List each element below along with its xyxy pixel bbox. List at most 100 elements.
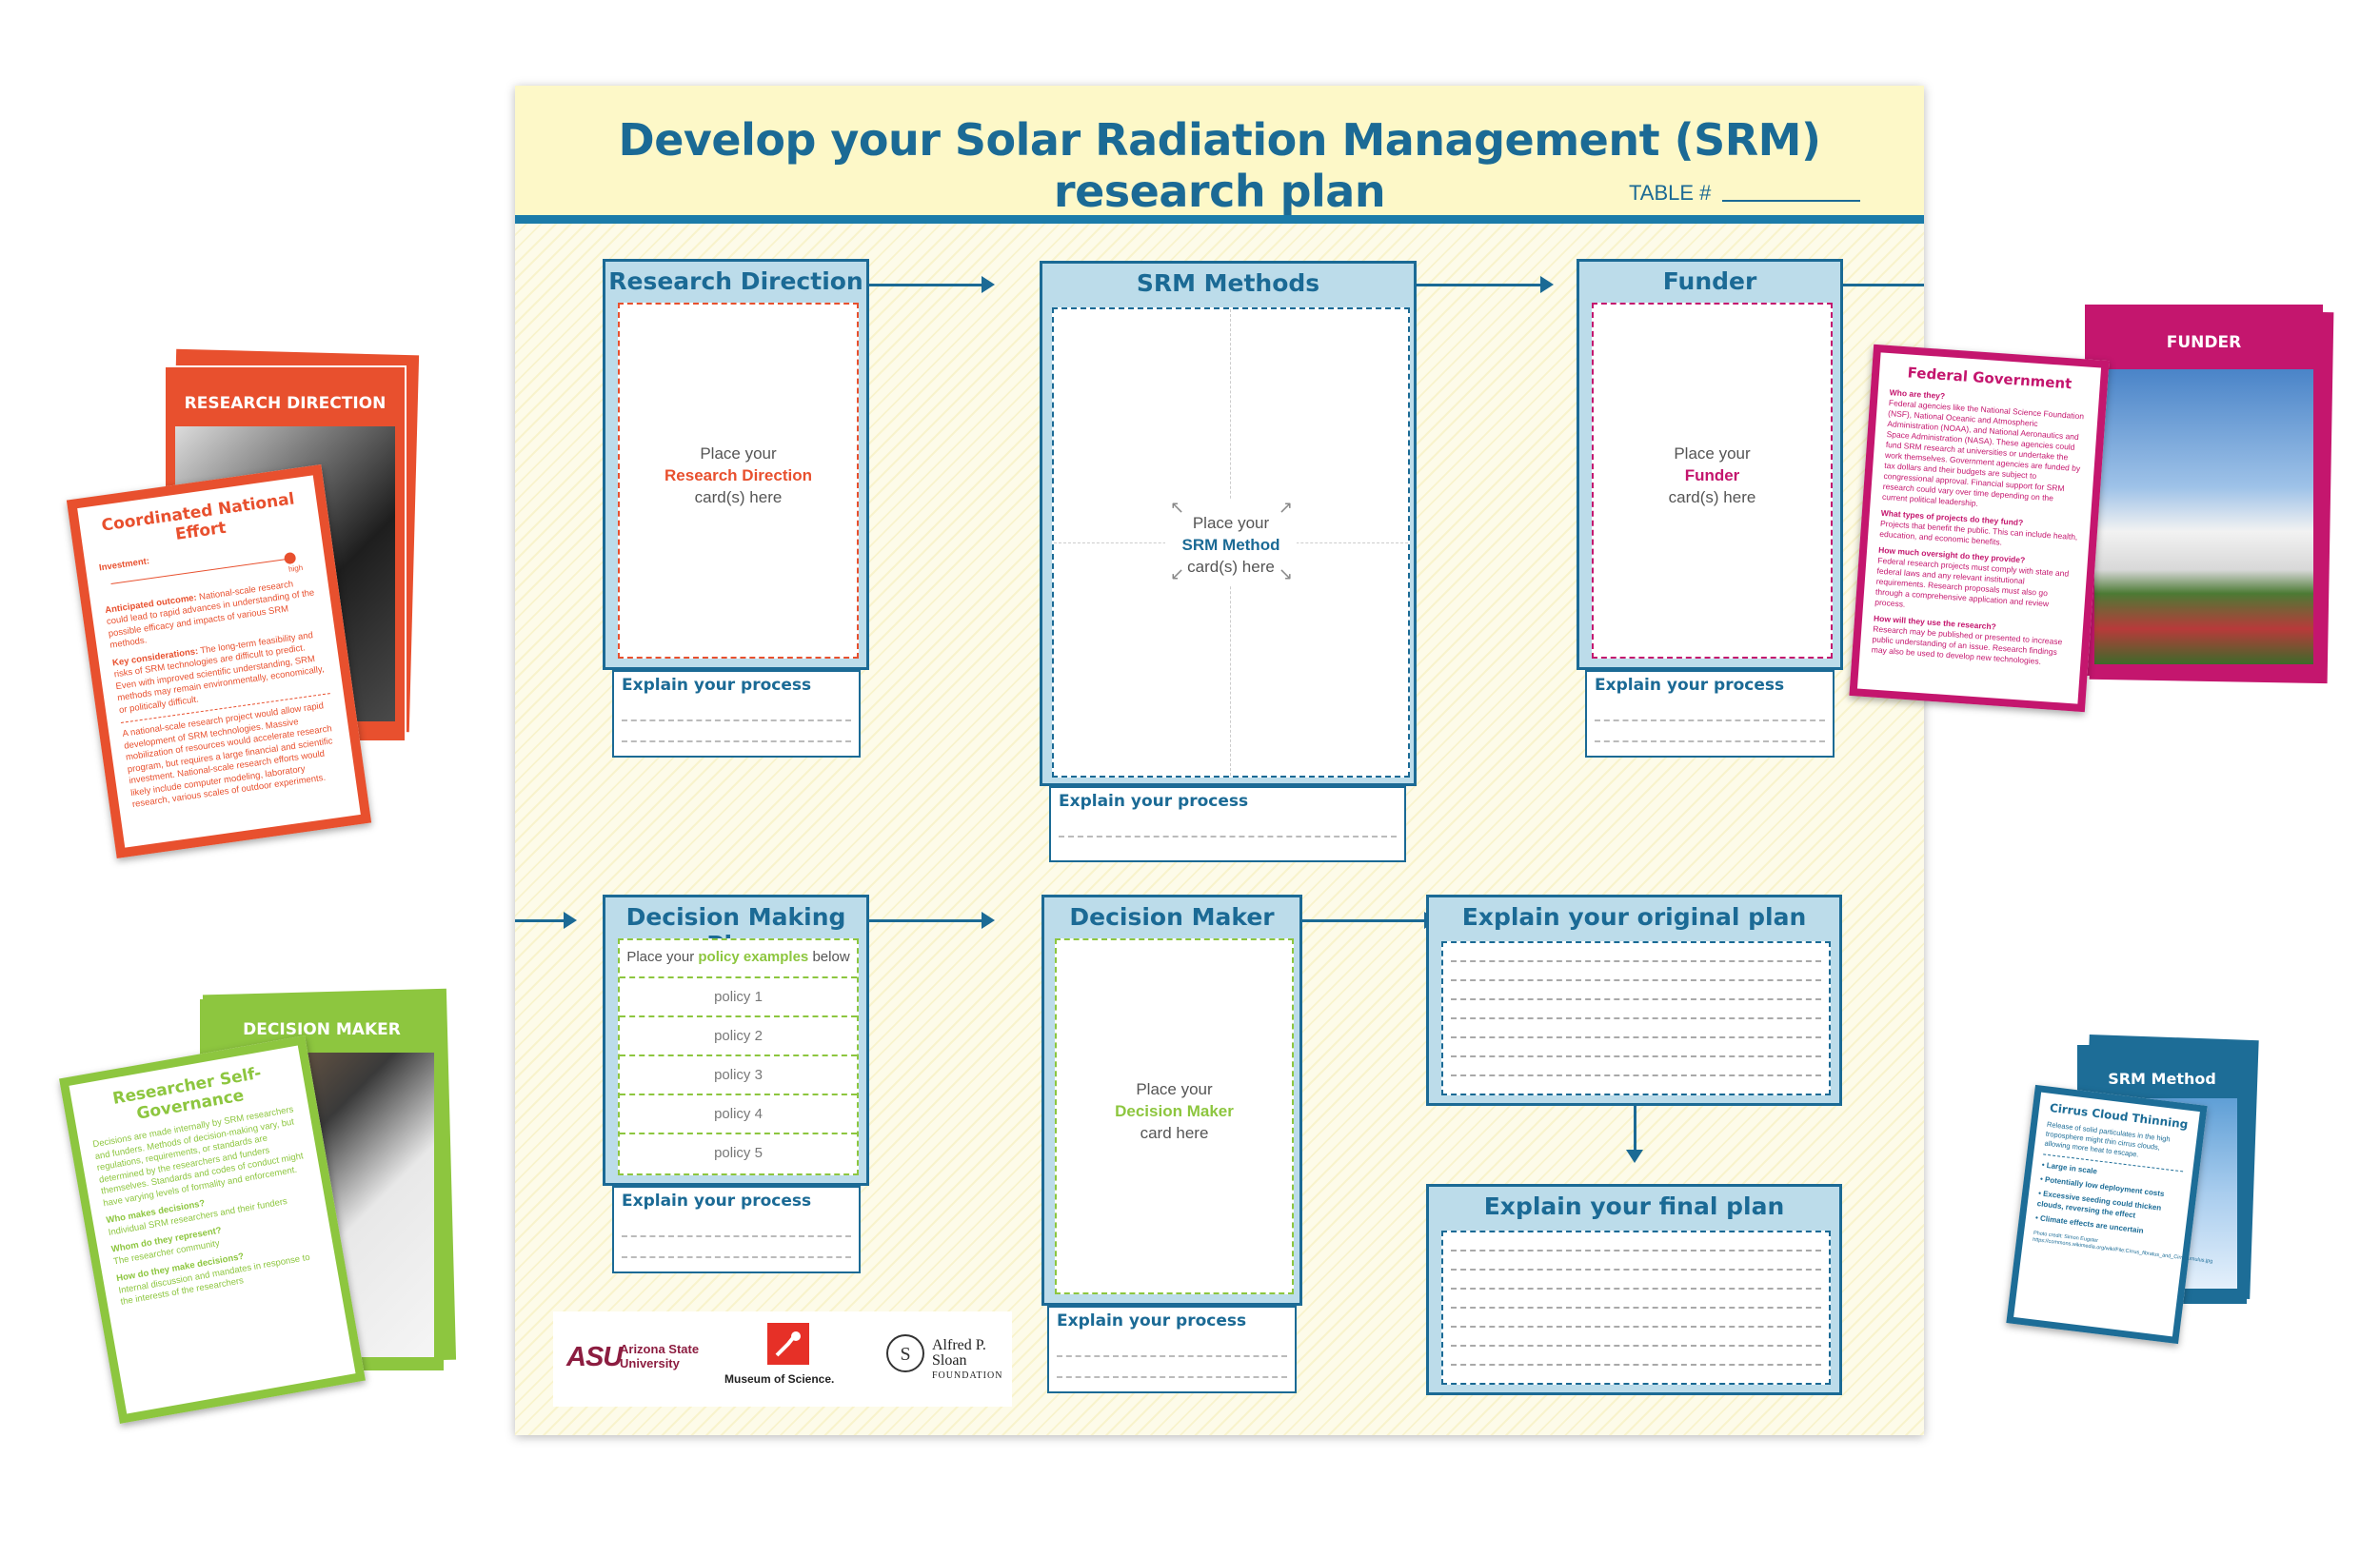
research-direction-card[interactable]: Coordinated National Effort Investment: …	[66, 464, 372, 858]
research-plan-board: Develop your Solar Radiation Management …	[515, 86, 1924, 1435]
slot-instruction: Place your	[1192, 514, 1270, 532]
card-back-title: RESEARCH DIRECTION	[184, 394, 387, 413]
sloan-name-line: Alfred P. Sloan	[932, 1337, 986, 1369]
research-direction-box: Research Direction Place your Research D…	[603, 259, 869, 670]
card-body: Decisions are made internally by SRM res…	[92, 1104, 325, 1309]
explain-label: Explain your process	[622, 1192, 812, 1211]
slot-instruction: card(s) here	[1187, 558, 1275, 576]
original-plan-writing-area[interactable]	[1441, 941, 1831, 1095]
museum-of-science-logo-icon	[767, 1323, 809, 1365]
asu-logo-mark: ASU	[566, 1342, 623, 1372]
slot-instruction: card here	[1140, 1124, 1209, 1142]
policy-prompt-highlight: policy examples	[698, 949, 809, 965]
policy-row[interactable]: policy 2	[620, 1015, 857, 1054]
writing-line	[1451, 1326, 1821, 1328]
writing-line	[1451, 998, 1821, 1000]
card-body: Investment: high Anticipated outcome: Na…	[98, 534, 343, 812]
policy-prompt-text: Place your	[626, 949, 695, 965]
funder-box: Funder Place your Funder card(s) here	[1577, 259, 1843, 670]
decision-making-plan-explain-box[interactable]: Explain your process	[612, 1186, 861, 1273]
expand-arrow-icon: ↙	[1170, 564, 1185, 584]
writing-line	[622, 1256, 851, 1258]
explain-label: Explain your process	[1057, 1311, 1247, 1330]
writing-line	[1451, 1036, 1821, 1038]
writing-line	[1451, 1364, 1821, 1366]
policy-row[interactable]: policy 1	[620, 976, 857, 1015]
funder-card-slot[interactable]: Place your Funder card(s) here	[1592, 303, 1833, 659]
original-plan-title: Explain your original plan	[1461, 903, 1807, 931]
sponsor-logos: ASU Arizona State University Museum of S…	[553, 1311, 1012, 1407]
writing-line	[1595, 719, 1825, 721]
writing-line	[1057, 1376, 1287, 1378]
board-title: Develop your Solar Radiation Management …	[618, 114, 1821, 217]
policy-row[interactable]: policy 3	[620, 1054, 857, 1094]
writing-line	[1451, 960, 1821, 962]
arrow-connector	[869, 284, 983, 286]
policy-list-slot[interactable]: Place your policy examples below policy …	[618, 938, 859, 1175]
arrow-connector-vertical	[1634, 1106, 1636, 1152]
expand-arrow-icon: ↘	[1279, 564, 1294, 584]
decision-maker-card-slot[interactable]: Place your Decision Maker card here	[1055, 938, 1294, 1294]
explain-label: Explain your process	[1595, 676, 1785, 695]
slot-instruction: Place your	[1674, 444, 1751, 463]
museum-of-science-logo-text: Museum of Science.	[724, 1372, 835, 1386]
explain-label: Explain your process	[622, 676, 812, 695]
table-number-label: TABLE #	[1629, 181, 1712, 205]
investment-level: high	[288, 562, 304, 574]
writing-line	[1451, 1074, 1821, 1076]
card-answer: Federal research projects must comply wi…	[1874, 555, 2070, 609]
asu-name-line: Arizona State	[620, 1342, 700, 1356]
writing-line	[1451, 979, 1821, 981]
policy-row[interactable]: policy 4	[620, 1094, 857, 1133]
arrow-connector	[869, 919, 983, 922]
slot-instruction: Place your	[700, 444, 777, 463]
card-back-title: FUNDER	[2166, 333, 2242, 352]
card-back-title: DECISION MAKER	[243, 1020, 401, 1039]
card-summary: A national-scale research project would …	[121, 700, 334, 811]
writing-line	[1451, 1345, 1821, 1347]
asu-name-line: University	[620, 1356, 680, 1370]
board-header	[515, 86, 1924, 215]
card-answer: Federal agencies like the National Scien…	[1881, 398, 2085, 508]
slot-instruction-highlight: Decision Maker	[1115, 1102, 1234, 1120]
expand-arrow-icon: ↖	[1170, 498, 1185, 518]
writing-line	[622, 740, 851, 742]
decision-maker-title: Decision Maker	[1069, 903, 1275, 931]
funder-title: Funder	[1662, 267, 1757, 295]
funder-card[interactable]: Federal Government Who are they?Federal …	[1849, 344, 2110, 713]
sloan-foundation-seal-icon: S	[886, 1334, 924, 1372]
funder-explain-box[interactable]: Explain your process	[1585, 670, 1835, 758]
arrow-head	[1540, 276, 1554, 293]
srm-methods-card-slot[interactable]: ↖ ↗ ↙ ↘ Place your SRM Method card(s) he…	[1052, 307, 1410, 778]
policy-prompt-text: below	[812, 949, 850, 965]
arrow-head	[982, 912, 995, 929]
funder-card-back[interactable]: FUNDER	[2085, 305, 2323, 676]
arrow-connector	[1302, 919, 1426, 922]
writing-line	[1595, 740, 1825, 742]
writing-line	[622, 719, 851, 721]
header-rule	[515, 215, 1924, 224]
slot-instruction: card(s) here	[1668, 488, 1756, 506]
sloan-foundation-logo-text: Alfred P. Sloan FOUNDATION	[932, 1338, 1012, 1384]
srm-methods-explain-box[interactable]: Explain your process	[1049, 786, 1406, 862]
arrow-connector	[1417, 284, 1542, 286]
policy-row[interactable]: policy 5	[620, 1133, 857, 1172]
arrow-connector	[1843, 284, 1924, 286]
writing-line	[1059, 836, 1397, 838]
research-direction-card-slot[interactable]: Place your Research Direction card(s) he…	[618, 303, 859, 659]
decision-making-plan-box: Decision Making Plan Place your policy e…	[603, 895, 869, 1186]
slot-instruction-highlight: SRM Method	[1181, 536, 1280, 554]
final-plan-writing-area[interactable]	[1441, 1231, 1831, 1385]
research-direction-explain-box[interactable]: Explain your process	[612, 670, 861, 758]
policy-prompt: Place your policy examples below	[620, 940, 857, 978]
decision-maker-box: Decision Maker Place your Decision Maker…	[1041, 895, 1302, 1306]
card-answer: Research may be published or presented t…	[1871, 623, 2063, 666]
card-photo	[2094, 369, 2313, 664]
decision-maker-explain-box[interactable]: Explain your process	[1047, 1306, 1297, 1393]
arrow-head	[564, 912, 577, 929]
sloan-name-line: FOUNDATION	[932, 1370, 1003, 1381]
writing-line	[1451, 1055, 1821, 1057]
slot-instruction: Place your	[1136, 1080, 1213, 1098]
srm-method-card[interactable]: Cirrus Cloud Thinning Release of solid p…	[2006, 1084, 2213, 1345]
card-back-title: SRM Method	[2108, 1070, 2216, 1088]
